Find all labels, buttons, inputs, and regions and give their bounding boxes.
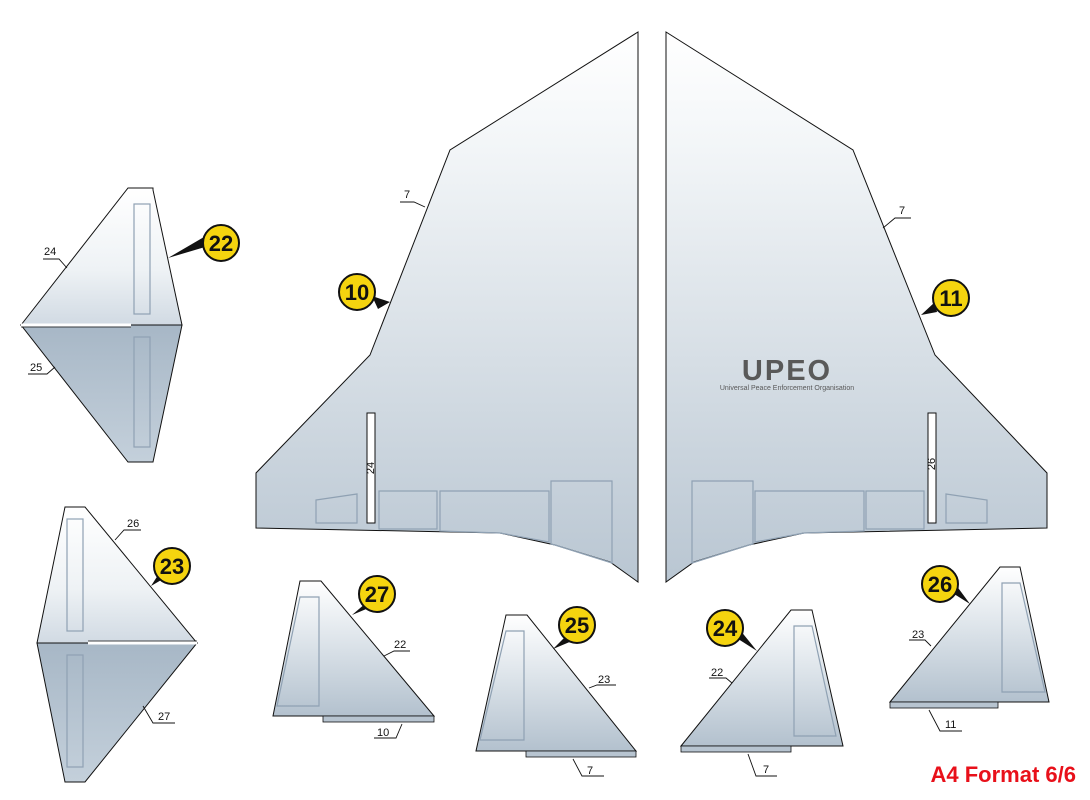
- badge-26: 26: [921, 565, 970, 604]
- svg-text:23: 23: [160, 554, 184, 579]
- logo-subtitle: Universal Peace Enforcement Organisation: [720, 385, 854, 392]
- tag-25: 25: [30, 362, 42, 374]
- svg-text:22: 22: [209, 231, 233, 256]
- badge-10: 10: [338, 273, 390, 311]
- tag-24: 24: [44, 246, 56, 258]
- tag-23: 23: [912, 629, 924, 641]
- slot-label-24: 24: [365, 462, 377, 474]
- slot-26: [927, 412, 937, 524]
- leader-line: [882, 217, 911, 229]
- tag-23: 23: [598, 674, 610, 686]
- badge-22: 22: [168, 224, 240, 262]
- svg-text:27: 27: [365, 582, 389, 607]
- tag-7: 7: [899, 205, 905, 217]
- svg-text:24: 24: [713, 616, 738, 641]
- slot-label-26: 26: [926, 458, 938, 470]
- slot-24: [366, 412, 376, 524]
- tag-10: 10: [377, 727, 389, 739]
- tag-22: 22: [711, 667, 723, 679]
- part-25-fin: 22 7 24: [679, 609, 844, 777]
- part-27-fin: 23 7 25: [475, 606, 638, 777]
- logo-name: UPEO: [742, 355, 832, 387]
- upeo-logo: UPEO Universal Peace Enforcement Organis…: [720, 355, 854, 392]
- svg-text:26: 26: [928, 572, 952, 597]
- badge-24: 27: [352, 575, 396, 615]
- badge-25: 24: [706, 609, 757, 651]
- tag-26: 26: [127, 518, 139, 530]
- leader-line: [400, 201, 426, 208]
- part-26-fin: 23 11 26: [888, 565, 1050, 732]
- tag-7: 7: [763, 764, 769, 776]
- badge-11: 11: [921, 279, 970, 317]
- badge-23: 23: [151, 547, 191, 586]
- part-23-fin: 26 27 23: [36, 506, 199, 783]
- svg-text:10: 10: [345, 280, 369, 305]
- tag-22: 22: [394, 639, 406, 651]
- part-11-right-wing: 26 UPEO Universal Peace Enforcement Orga…: [665, 31, 1048, 583]
- tag-27: 27: [158, 711, 170, 723]
- part-22-fin: 24 25 22: [19, 187, 240, 463]
- wing-panels: 26: [691, 412, 988, 564]
- page-format-label: A4 Format 6/6: [930, 762, 1077, 787]
- tag-11: 11: [945, 719, 956, 731]
- wing-shape: [665, 31, 1048, 583]
- wing-panels: 24: [315, 412, 613, 564]
- badge-27: 25: [553, 606, 596, 649]
- svg-text:11: 11: [939, 286, 962, 311]
- wing-shape: [255, 31, 639, 583]
- tag-7: 7: [404, 189, 410, 201]
- tag-7: 7: [587, 765, 593, 777]
- part-10-left-wing: 24 7 10: [255, 31, 639, 583]
- svg-text:25: 25: [565, 613, 589, 638]
- part-24-fin: 22 10 27: [272, 575, 436, 739]
